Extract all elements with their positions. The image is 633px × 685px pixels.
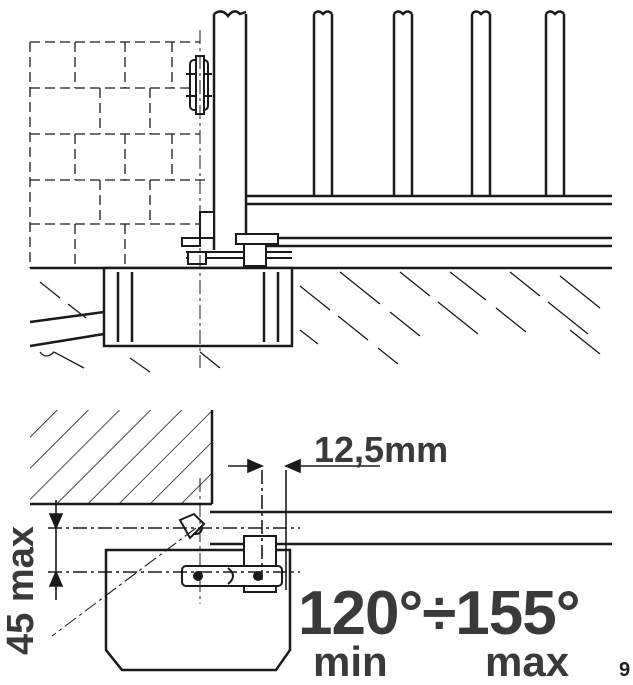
bottom-plan-view bbox=[30, 410, 612, 672]
dimension-45-max bbox=[48, 500, 300, 600]
foundation-box bbox=[29, 266, 294, 348]
top-elevation-view bbox=[29, 10, 612, 373]
angle-max-label: max bbox=[485, 638, 570, 685]
gate-bars bbox=[312, 10, 566, 196]
angle-min-label: min bbox=[313, 638, 388, 685]
upper-hinge bbox=[186, 55, 212, 115]
max-height-label: 45 max bbox=[0, 526, 42, 655]
angle-construction-lines bbox=[51, 478, 201, 637]
wall-section bbox=[30, 410, 214, 506]
brick-wall bbox=[29, 41, 205, 268]
gate-post bbox=[212, 10, 248, 250]
ground-hatching bbox=[39, 271, 601, 373]
dimension-12-5mm bbox=[228, 458, 380, 590]
hinge-offset-label: 12,5mm bbox=[314, 429, 449, 470]
page-number: 9 bbox=[619, 659, 631, 681]
lower-pivot-bracket bbox=[181, 211, 292, 267]
gate-frame bbox=[246, 194, 612, 248]
lever-arm bbox=[178, 512, 283, 593]
opening-angle-label: 120°÷155° bbox=[298, 579, 581, 648]
